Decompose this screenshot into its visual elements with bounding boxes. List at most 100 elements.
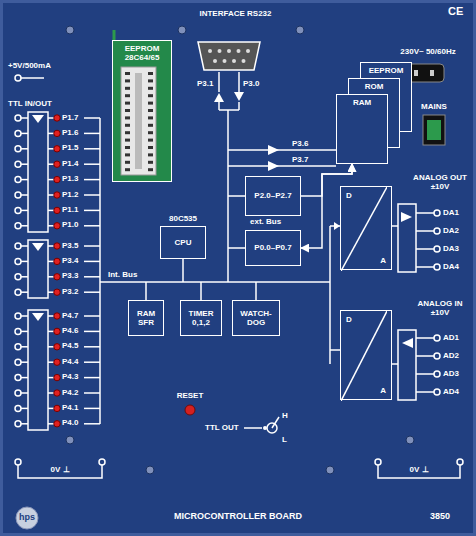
panel-label: RESET [177, 392, 204, 401]
board-graphic [434, 264, 440, 270]
board-graphic [15, 207, 21, 213]
board-graphic [401, 212, 412, 222]
pin-name: P3.2 [62, 288, 78, 297]
board-graphic [84, 392, 100, 394]
panel-label: 0V ⊥ [409, 466, 428, 475]
board-graphic [21, 408, 28, 410]
board-graphic [255, 282, 257, 300]
board-graphic [398, 204, 416, 272]
board-graphic [15, 146, 21, 152]
node-text: CPU [175, 238, 192, 247]
board-graphic [15, 405, 21, 411]
block-box: WATCH- DOG [232, 300, 280, 336]
board-graphic [15, 243, 21, 249]
panel-label: Int. Bus [108, 271, 137, 280]
pin-name: P3.3 [62, 272, 78, 281]
board-graphic [416, 391, 434, 393]
board-graphic [48, 346, 54, 348]
board-graphic [48, 276, 54, 278]
node-text: INTERFACE RS232 [194, 9, 278, 18]
board-graphic [54, 374, 60, 380]
rs232-connector: INTERFACE RS232 [196, 40, 275, 72]
board-graphic [54, 130, 60, 136]
board-graphic [263, 426, 267, 430]
board-graphic [15, 274, 21, 280]
pin-name: P3.1 [197, 80, 213, 89]
board-graphic [15, 375, 21, 381]
board-graphic [244, 427, 262, 429]
board-graphic [21, 291, 28, 293]
node-text: WATCH- DOG [235, 309, 277, 327]
board-graphic [28, 310, 48, 430]
panel-label: DA2 [443, 227, 459, 236]
board-graphic [84, 133, 100, 135]
board-graphic [268, 161, 279, 171]
board-graphic [54, 390, 60, 396]
board-graphic [21, 117, 28, 119]
panel-label: TTL OUT [205, 424, 239, 433]
board-graphic [214, 92, 413, 430]
block-box: RAM SFR [128, 300, 164, 336]
db9-connector [196, 40, 262, 72]
board-graphic [200, 282, 202, 300]
board-graphic [100, 281, 330, 283]
panel-label: TTL IN/OUT [8, 100, 52, 109]
board-graphic [15, 115, 21, 121]
pin-name: P4.4 [62, 358, 78, 367]
panel-label: 230V~ 50/60Hz [400, 48, 455, 57]
pin-name: P3.4 [62, 257, 78, 266]
board-graphic [21, 245, 28, 247]
board-graphic [218, 102, 220, 110]
board-graphic [84, 377, 100, 379]
board-graphic [48, 225, 54, 227]
board-graphic [398, 330, 416, 400]
node-text: ROM [365, 82, 384, 91]
board-graphic [54, 192, 60, 198]
board-graphic [48, 377, 54, 379]
panel-label: AD2 [443, 352, 459, 361]
board-graphic [21, 210, 28, 212]
node-text: D [346, 191, 352, 200]
board-graphic [15, 223, 21, 229]
board-graphic [228, 149, 336, 151]
board-graphic [416, 373, 434, 375]
eeprom-socket: EEPROM 28C64/65 [112, 40, 172, 182]
converter-diagonal [341, 311, 387, 401]
board-graphic [84, 261, 100, 263]
board-graphic [66, 436, 74, 444]
panel-label: ANALOG OUT ±10V [409, 174, 471, 192]
board-graphic [66, 26, 74, 34]
board-graphic [427, 120, 441, 140]
panel-label: DA1 [443, 209, 459, 218]
pin-name: P1.2 [62, 191, 78, 200]
board-graphic [238, 72, 240, 92]
board-graphic [54, 115, 60, 121]
board-graphic [218, 72, 220, 92]
node-text: A [380, 256, 386, 265]
board-graphic [182, 259, 184, 282]
board-graphic [234, 92, 244, 101]
board-graphic [416, 266, 434, 268]
pin-name: P3.7 [292, 156, 308, 165]
board-graphic [178, 26, 186, 34]
panel-label: L [282, 436, 287, 445]
board-graphic [402, 338, 413, 348]
board-graphic [54, 176, 60, 182]
pin-name: P4.5 [62, 342, 78, 351]
pin-name: P4.7 [62, 312, 78, 321]
board-graphic [423, 115, 445, 145]
board-graphic [48, 179, 54, 181]
board-graphic [416, 248, 434, 250]
node-text: D [346, 315, 352, 324]
board-graphic [21, 423, 28, 425]
board-graphic [434, 371, 440, 377]
board-title: MICROCONTROLLER BOARD [174, 512, 302, 522]
board-graphic [66, 26, 414, 474]
board-graphic [28, 112, 48, 232]
node-text: EEPROM 28C64/65 [115, 44, 169, 62]
board-graphic [15, 313, 21, 319]
board-graphic [329, 226, 331, 364]
board-graphic [54, 359, 60, 365]
board-graphic [84, 331, 100, 333]
pin-name: P3.6 [292, 140, 308, 149]
